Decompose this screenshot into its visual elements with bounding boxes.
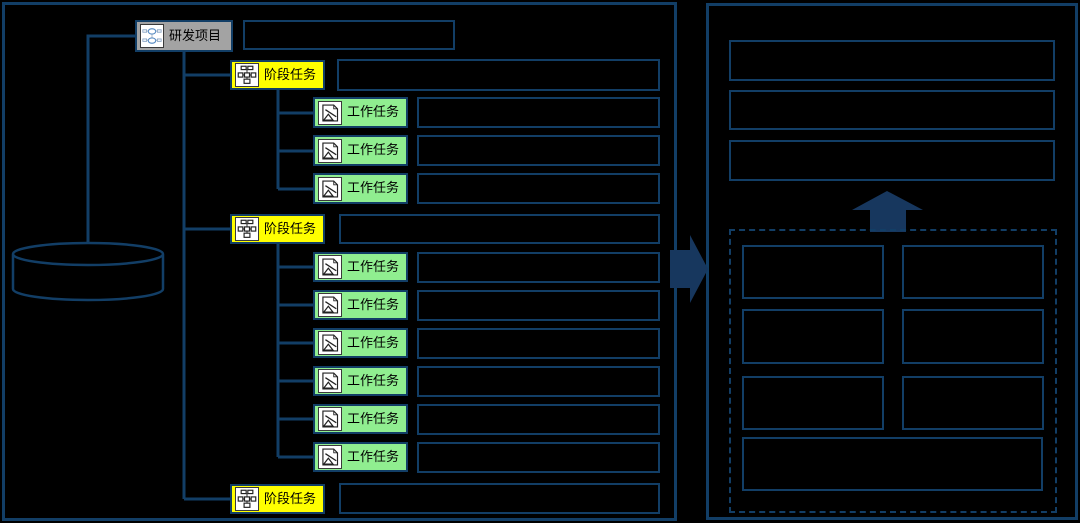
work-task-value-box xyxy=(417,97,660,128)
right-top-box-2 xyxy=(729,90,1055,130)
grid-box-r1c1 xyxy=(742,245,884,299)
node-work-task: 工作任务 xyxy=(313,135,408,166)
node-work-task: 工作任务 xyxy=(313,404,408,434)
node-stage-task-2: 阶段任务 xyxy=(230,214,325,244)
node-work-task-label: 工作任务 xyxy=(347,181,400,196)
stage-3-value-box xyxy=(339,483,660,514)
work-task-value-box xyxy=(417,135,660,166)
dashed-group-container xyxy=(729,229,1057,513)
node-work-task-label: 工作任务 xyxy=(347,411,400,427)
picture-icon xyxy=(318,369,342,393)
node-work-task: 工作任务 xyxy=(313,173,408,204)
node-work-task: 工作任务 xyxy=(313,97,408,128)
node-work-task: 工作任务 xyxy=(313,290,408,320)
picture-icon xyxy=(318,331,342,355)
work-task-value-box xyxy=(417,442,660,473)
node-work-task-label: 工作任务 xyxy=(347,105,400,120)
work-task-value-box xyxy=(417,173,660,204)
flowchart-icon xyxy=(235,487,259,511)
node-work-task-label: 工作任务 xyxy=(347,143,400,158)
node-stage-task-1: 阶段任务 xyxy=(230,60,325,90)
node-stage-task-1-label: 阶段任务 xyxy=(264,67,317,83)
grid-box-r3c2 xyxy=(902,376,1044,430)
node-stage-task-3: 阶段任务 xyxy=(230,484,325,514)
node-work-task: 工作任务 xyxy=(313,366,408,396)
flowchart-icon xyxy=(235,217,259,241)
node-rd-project: 研发项目 xyxy=(135,20,233,52)
grid-box-r2c2 xyxy=(902,309,1044,364)
picture-icon xyxy=(318,293,342,317)
node-work-task: 工作任务 xyxy=(313,442,408,472)
node-work-task-label: 工作任务 xyxy=(347,373,400,389)
node-work-task: 工作任务 xyxy=(313,252,408,282)
flowchart-icon xyxy=(235,63,259,87)
node-work-task: 工作任务 xyxy=(313,328,408,358)
picture-icon xyxy=(318,176,342,201)
work-task-value-box xyxy=(417,290,660,321)
node-work-task-label: 工作任务 xyxy=(347,297,400,313)
node-work-task-label: 工作任务 xyxy=(347,335,400,351)
work-task-value-box xyxy=(417,328,660,359)
stage-1-value-box xyxy=(337,59,660,91)
stage-2-value-box xyxy=(339,214,660,244)
picture-icon xyxy=(318,100,342,125)
picture-icon xyxy=(318,138,342,163)
right-top-box-3 xyxy=(729,140,1055,181)
org-chart-icon xyxy=(140,24,164,48)
node-work-task-label: 工作任务 xyxy=(347,259,400,275)
grid-box-r3c1 xyxy=(742,376,884,430)
node-stage-task-3-label: 阶段任务 xyxy=(264,491,317,507)
right-top-box-1 xyxy=(729,40,1055,81)
rd-project-value-box xyxy=(243,20,455,50)
grid-box-r1c2 xyxy=(902,245,1044,299)
node-work-task-label: 工作任务 xyxy=(347,449,400,465)
node-stage-task-2-label: 阶段任务 xyxy=(264,221,317,237)
work-task-value-box xyxy=(417,404,660,435)
picture-icon xyxy=(318,255,342,279)
grid-box-r2c1 xyxy=(742,309,884,364)
picture-icon xyxy=(318,445,342,469)
node-rd-project-label: 研发项目 xyxy=(169,28,222,44)
picture-icon xyxy=(318,407,342,431)
grid-box-wide-bottom xyxy=(742,437,1043,491)
work-task-value-box xyxy=(417,366,660,397)
work-task-value-box xyxy=(417,252,660,283)
